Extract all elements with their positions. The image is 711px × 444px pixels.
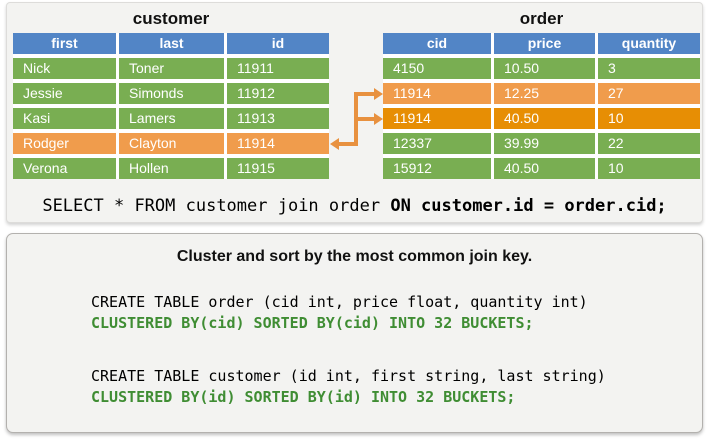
table-cell: Simonds [119, 83, 224, 104]
column-header: price [494, 33, 595, 54]
join-arrow-branch-middle [354, 117, 375, 121]
table-row: Kasi Lamers 11913 [13, 108, 329, 129]
sql-select-statement: SELECT * FROM customer join order ON cus… [7, 196, 702, 216]
table-cell: 12337 [383, 133, 491, 154]
table-cell: 11912 [227, 83, 329, 104]
join-example-panel: customer order first last id Nick Toner … [6, 2, 703, 223]
create-table-customer-code: CREATE TABLE customer (id int, first str… [91, 366, 606, 408]
column-header: last [119, 33, 224, 54]
customer-table: first last id Nick Toner 11911 Jessie Si… [13, 33, 329, 179]
table-cell: Rodger [13, 133, 116, 154]
clustered-by-statement: CLUSTERED BY(id) SORTED BY(id) INTO 32 B… [91, 388, 516, 406]
table-cell: Clayton [119, 133, 224, 154]
arrowhead-left-icon [330, 138, 339, 150]
table-cell: Hollen [119, 158, 224, 179]
table-cell: Toner [119, 58, 224, 79]
table-row: 12337 39.99 22 [383, 133, 700, 154]
table-cell: 11915 [227, 158, 329, 179]
table-row-join-match: Rodger Clayton 11914 [13, 133, 329, 154]
column-header: first [13, 33, 116, 54]
order-table-title: order [519, 9, 564, 28]
table-cell: 11913 [227, 108, 329, 129]
table-row: 4150 10.50 3 [383, 58, 700, 79]
table-cell: 40.50 [494, 158, 595, 179]
order-header-row: cid price quantity [383, 33, 700, 54]
table-cell: 11911 [227, 58, 329, 79]
join-arrow-branch-top [354, 92, 375, 96]
create-table-statement: CREATE TABLE order (cid int, price float… [91, 293, 588, 311]
table-cell: 39.99 [494, 133, 595, 154]
table-cell: 11914 [383, 83, 491, 104]
table-cell: 10.50 [494, 58, 595, 79]
table-row-join-match: 11914 12.25 27 [383, 83, 700, 104]
table-cell: 40.50 [494, 108, 595, 129]
table-cell: 10 [598, 158, 700, 179]
column-header: quantity [598, 33, 700, 54]
table-row: Nick Toner 11911 [13, 58, 329, 79]
table-row: 15912 40.50 10 [383, 158, 700, 179]
order-table: cid price quantity 4150 10.50 3 11914 12… [383, 33, 700, 179]
table-cell: 12.25 [494, 83, 595, 104]
sql-select-bold-part: ON customer.id = order.cid; [390, 196, 667, 216]
table-cell: 11914 [227, 133, 329, 154]
column-header: id [227, 33, 329, 54]
arrowhead-right-icon [374, 113, 383, 125]
customer-table-title: customer [132, 9, 210, 28]
clustered-by-statement: CLUSTERED BY(cid) SORTED BY(cid) INTO 32… [91, 314, 534, 332]
table-cell: 10 [598, 108, 700, 129]
cluster-sort-tip-panel: Cluster and sort by the most common join… [6, 233, 703, 433]
table-cell: 27 [598, 83, 700, 104]
table-row: Jessie Simonds 11912 [13, 83, 329, 104]
table-cell: Verona [13, 158, 116, 179]
arrowhead-right-icon [374, 88, 383, 100]
table-cell: 11914 [383, 108, 491, 129]
table-cell: Lamers [119, 108, 224, 129]
table-cell: 22 [598, 133, 700, 154]
table-cell: 15912 [383, 158, 491, 179]
join-arrow-branch-bottom [339, 142, 358, 146]
column-header: cid [383, 33, 491, 54]
table-cell: Jessie [13, 83, 116, 104]
table-row-join-match: 11914 40.50 10 [383, 108, 700, 129]
tip-title: Cluster and sort by the most common join… [176, 248, 533, 265]
sql-select-normal-part: SELECT * FROM customer join order [42, 196, 391, 216]
customer-header-row: first last id [13, 33, 329, 54]
table-cell: Nick [13, 58, 116, 79]
table-cell: 3 [598, 58, 700, 79]
table-cell: 4150 [383, 58, 491, 79]
create-table-statement: CREATE TABLE customer (id int, first str… [91, 367, 606, 385]
create-table-order-code: CREATE TABLE order (cid int, price float… [91, 292, 588, 334]
table-row: Verona Hollen 11915 [13, 158, 329, 179]
table-cell: Kasi [13, 108, 116, 129]
